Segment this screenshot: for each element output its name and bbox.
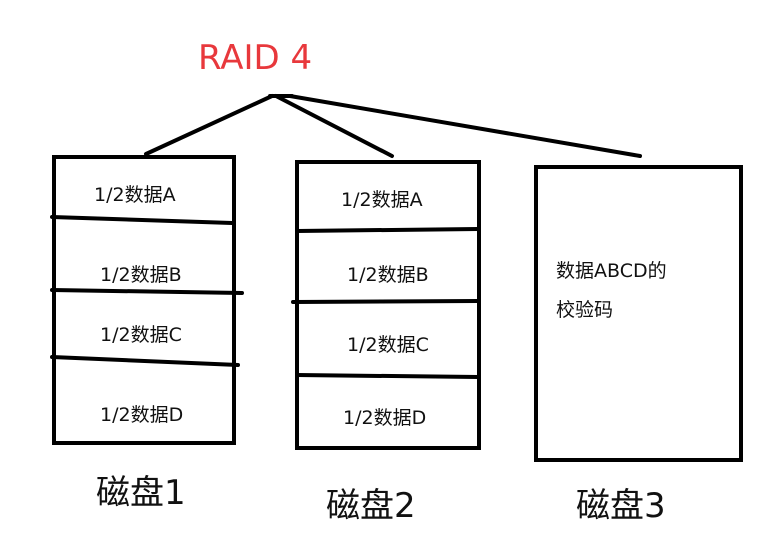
disk2-block-b: 1/2数据B (347, 264, 429, 286)
diagram-title: RAID 4 (198, 38, 313, 78)
disk-2-box (295, 160, 481, 450)
disk2-divider-2 (291, 299, 480, 304)
connector-to-disk2 (274, 94, 394, 158)
disk1-block-c: 1/2数据C (100, 324, 182, 346)
connector-to-disk3 (288, 94, 642, 158)
connector-to-disk1 (144, 94, 274, 156)
disk2-divider-3 (295, 373, 480, 379)
disk2-block-a: 1/2数据A (341, 189, 423, 211)
disk1-block-d: 1/2数据D (100, 404, 184, 426)
disk2-block-d: 1/2数据D (343, 407, 427, 429)
disk-3-box (534, 165, 743, 462)
disk1-label: 磁盘1 (96, 473, 186, 513)
disk-1-box (52, 155, 236, 445)
disk1-divider-2 (50, 288, 244, 295)
disk1-block-b: 1/2数据B (100, 264, 182, 286)
disk2-label: 磁盘2 (326, 486, 416, 526)
disk3-parity-line-1: 数据ABCD的 (556, 260, 667, 282)
disk1-divider-3 (50, 355, 240, 367)
disk2-block-c: 1/2数据C (347, 334, 429, 356)
disk1-divider-1 (50, 215, 234, 225)
disk2-divider-1 (295, 227, 480, 233)
disk3-parity-line-2: 校验码 (556, 299, 614, 321)
disk1-block-a: 1/2数据A (94, 184, 176, 206)
disk3-label: 磁盘3 (576, 486, 666, 526)
